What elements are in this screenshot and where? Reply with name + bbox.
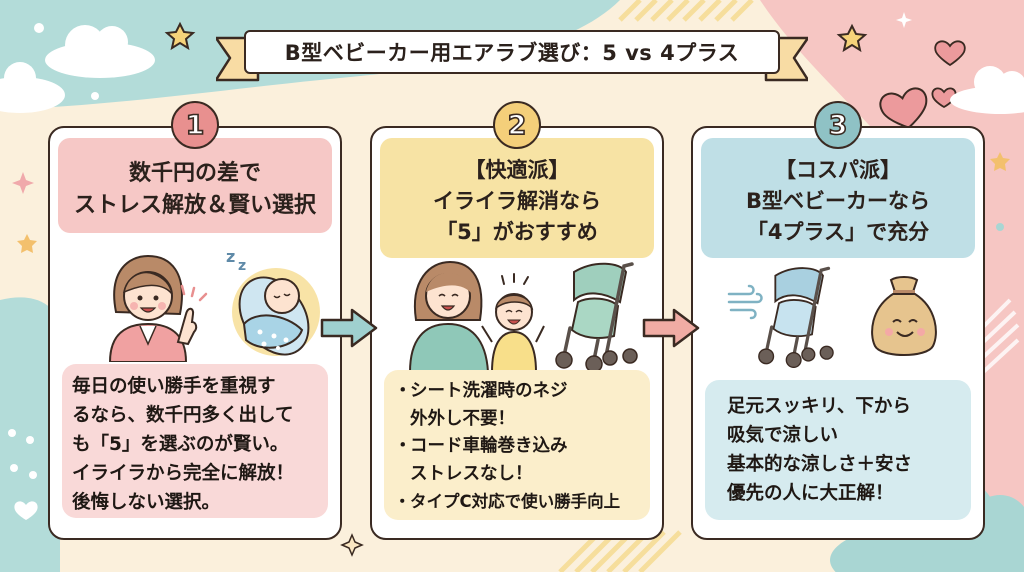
arrow-right-teal-icon	[320, 308, 378, 348]
card-description: 毎日の使い勝手を重視す るなら、数千円多く出して も「5」を選ぶのが賢い。 イラ…	[62, 364, 328, 518]
heading-line: 数千円の差で	[128, 160, 261, 186]
bullet-marker: ・	[394, 381, 412, 401]
body-line: 毎日の使い勝手を重視す	[72, 376, 276, 397]
card-description: 足元スッキリ、下から 吸気で涼しい 基本的な涼しさ＋安さ 優先の人に大正解！	[705, 380, 971, 520]
body-line: 優先の人に大正解！	[727, 483, 894, 504]
svg-text:z: z	[226, 247, 235, 266]
bullet-item: ・コード車輪巻き込み	[394, 433, 640, 461]
card-heading: 数千円の差で ストレス解放＆賢い選択	[58, 138, 332, 233]
star-icon	[836, 23, 868, 53]
blue-stroller-icon	[758, 266, 834, 368]
bullet-text-continued: ストレスなし！	[410, 463, 533, 484]
body-line: 基本的な涼しさ＋安さ	[727, 454, 913, 475]
bullet-text: コード車輪巻き込み	[410, 436, 568, 456]
arrow-right-pink-icon	[642, 308, 700, 348]
body-line: 足元スッキリ、下から	[727, 396, 911, 417]
bullet-marker: ・	[394, 492, 411, 511]
body-line: るなら、数千円多く出して	[72, 405, 294, 426]
body-line: 後悔しない選択。	[72, 492, 221, 513]
mother-and-child-icon	[408, 260, 545, 372]
option-card-1: 1 数千円の差で ストレス解放＆賢い選択 z z	[48, 101, 342, 540]
step-number-badge: 2	[493, 101, 541, 149]
heading-line: 【快適派】	[464, 157, 570, 182]
heading-line: B型ベビーカーなら	[745, 188, 930, 213]
option-card-2: 2 【快適派】 イライラ解消なら 「5」がおすすめ	[370, 101, 664, 540]
card-illustration	[380, 260, 654, 372]
star-icon	[164, 21, 196, 51]
heading-line: 「4プラス」で充分	[746, 219, 930, 244]
bullet-text: タイプC対応で使い勝手向上	[410, 492, 621, 511]
body-line: イライラから完全に解放！	[72, 463, 295, 484]
body-line: 吸気で涼しい	[727, 425, 839, 446]
bullet-text: シート洗濯時のネジ	[410, 381, 568, 401]
heading-line: 【コスパ派】	[775, 157, 901, 182]
bullet-item: ・タイプC対応で使い勝手向上	[394, 488, 640, 516]
heading-line: ストレス解放＆賢い選択	[73, 192, 316, 218]
heading-line: イライラ解消なら	[433, 188, 601, 213]
body-line: も「5」を選ぶのが賢い。	[72, 434, 289, 455]
sleeping-baby-icon: z z	[226, 247, 320, 356]
card-heading: 【快適派】 イライラ解消なら 「5」がおすすめ	[380, 138, 654, 258]
step-number-badge: 1	[171, 101, 219, 149]
wind-icon	[727, 284, 763, 320]
bullet-text-continued: 外外し不要！	[410, 408, 515, 429]
woman-pointing-icon	[108, 254, 208, 362]
option-card-3: 3 【コスパ派】 B型ベビーカーなら 「4プラス」で充分	[691, 101, 985, 540]
card-bullet-list: ・シート洗濯時のネジ 外外し不要！ ・コード車輪巻き込み ストレスなし！ ・タイ…	[384, 370, 650, 520]
card-illustration	[701, 260, 975, 372]
money-bag-icon	[871, 276, 937, 356]
bullet-marker: ・	[394, 436, 412, 456]
heading-line: 「5」がおすすめ	[436, 219, 598, 244]
card-illustration: z z	[58, 240, 332, 362]
green-stroller-icon	[555, 262, 638, 372]
step-number-badge: 3	[814, 101, 862, 149]
title-banner: B型ベビーカー用エアラブ選び：5 vs 4プラス	[216, 24, 808, 86]
bullet-item: ・シート洗濯時のネジ	[394, 378, 640, 406]
card-heading: 【コスパ派】 B型ベビーカーなら 「4プラス」で充分	[701, 138, 975, 258]
page-title: B型ベビーカー用エアラブ選び：5 vs 4プラス	[244, 30, 780, 74]
svg-text:z: z	[238, 258, 246, 274]
